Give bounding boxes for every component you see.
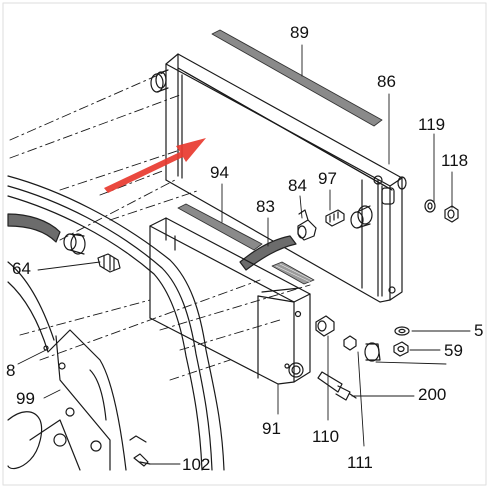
callout-83: 83 (256, 197, 275, 216)
fitting-64 (97, 253, 121, 273)
callout-97: 97 (318, 169, 337, 188)
fitting-111 (343, 335, 381, 362)
callout-99: 99 (16, 389, 35, 408)
sensor-200 (317, 371, 357, 401)
airflow-arrow (104, 138, 206, 193)
gasket-strip-94 (177, 203, 263, 251)
leader-lines (17, 44, 471, 465)
callout-5: 5 (474, 321, 484, 340)
callout-200: 200 (418, 385, 447, 404)
callout-119: 119 (418, 115, 446, 134)
washer-5 (394, 326, 410, 336)
shroud-frame (7, 175, 225, 471)
callout-110: 110 (312, 427, 340, 446)
callout-86: 86 (377, 72, 396, 91)
fitting-97 (325, 209, 345, 227)
callout-94: 94 (210, 163, 229, 182)
foam-strip (271, 261, 315, 285)
nut-118 (444, 205, 459, 223)
callout-8: 8 (6, 361, 16, 380)
fitting-84 (297, 209, 317, 241)
bolt-102 (133, 453, 151, 467)
fitting-110 (315, 315, 335, 337)
callout-84: 84 (288, 176, 307, 195)
callout-59: 59 (444, 341, 463, 360)
callout-64: 64 (12, 259, 31, 278)
callout-111: 111 (347, 453, 373, 472)
callout-91: 91 (262, 419, 281, 438)
gasket-strip-89 (211, 29, 383, 127)
hose-83 (239, 235, 297, 271)
dashed-assembly-lines (9, 71, 311, 381)
hose-left (7, 213, 86, 255)
callout-102: 102 (182, 455, 211, 474)
bolt-119 (424, 199, 436, 213)
expansion-tank-91 (149, 217, 311, 385)
callout-118: 118 (441, 151, 469, 170)
nut-59 (393, 341, 409, 357)
callout-89: 89 (290, 23, 309, 42)
